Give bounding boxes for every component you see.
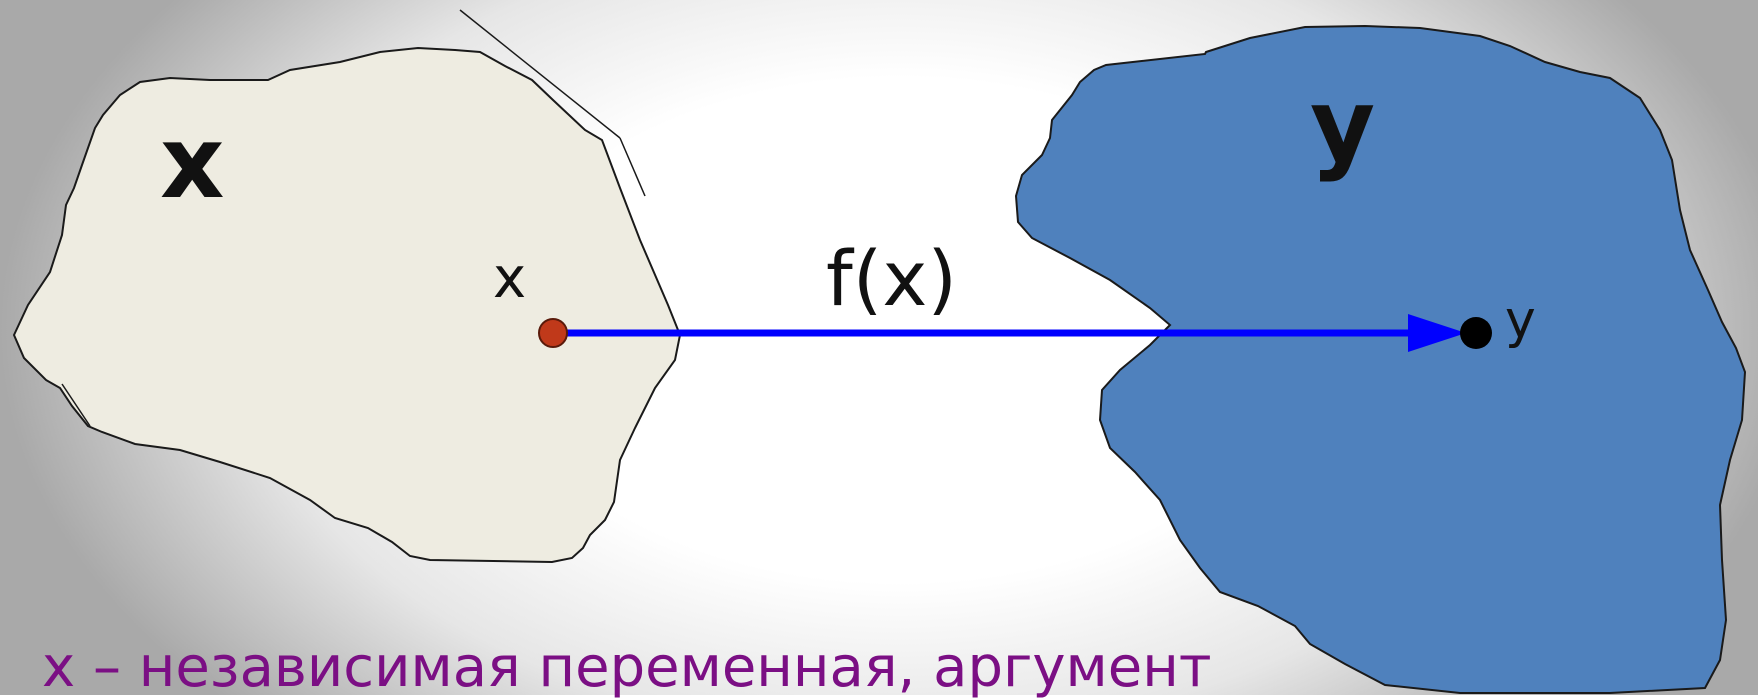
function-label: f(x) xyxy=(826,234,957,323)
codomain-label: y xyxy=(1310,67,1375,184)
point-y-marker xyxy=(1460,317,1492,349)
domain-sketch-line xyxy=(619,137,646,197)
point-x-label: x xyxy=(493,246,526,311)
point-y-label: y xyxy=(1505,290,1536,350)
domain-set-shape xyxy=(12,46,682,564)
point-x-marker xyxy=(538,318,568,348)
domain-sketch-line xyxy=(61,383,91,427)
caption-text: x – независимая переменная, аргумент xyxy=(42,635,1212,700)
codomain-set-shape xyxy=(1014,24,1747,694)
mapping-arrowhead xyxy=(1408,314,1466,352)
domain-sketch-line xyxy=(459,9,621,139)
domain-label: x xyxy=(160,104,225,221)
